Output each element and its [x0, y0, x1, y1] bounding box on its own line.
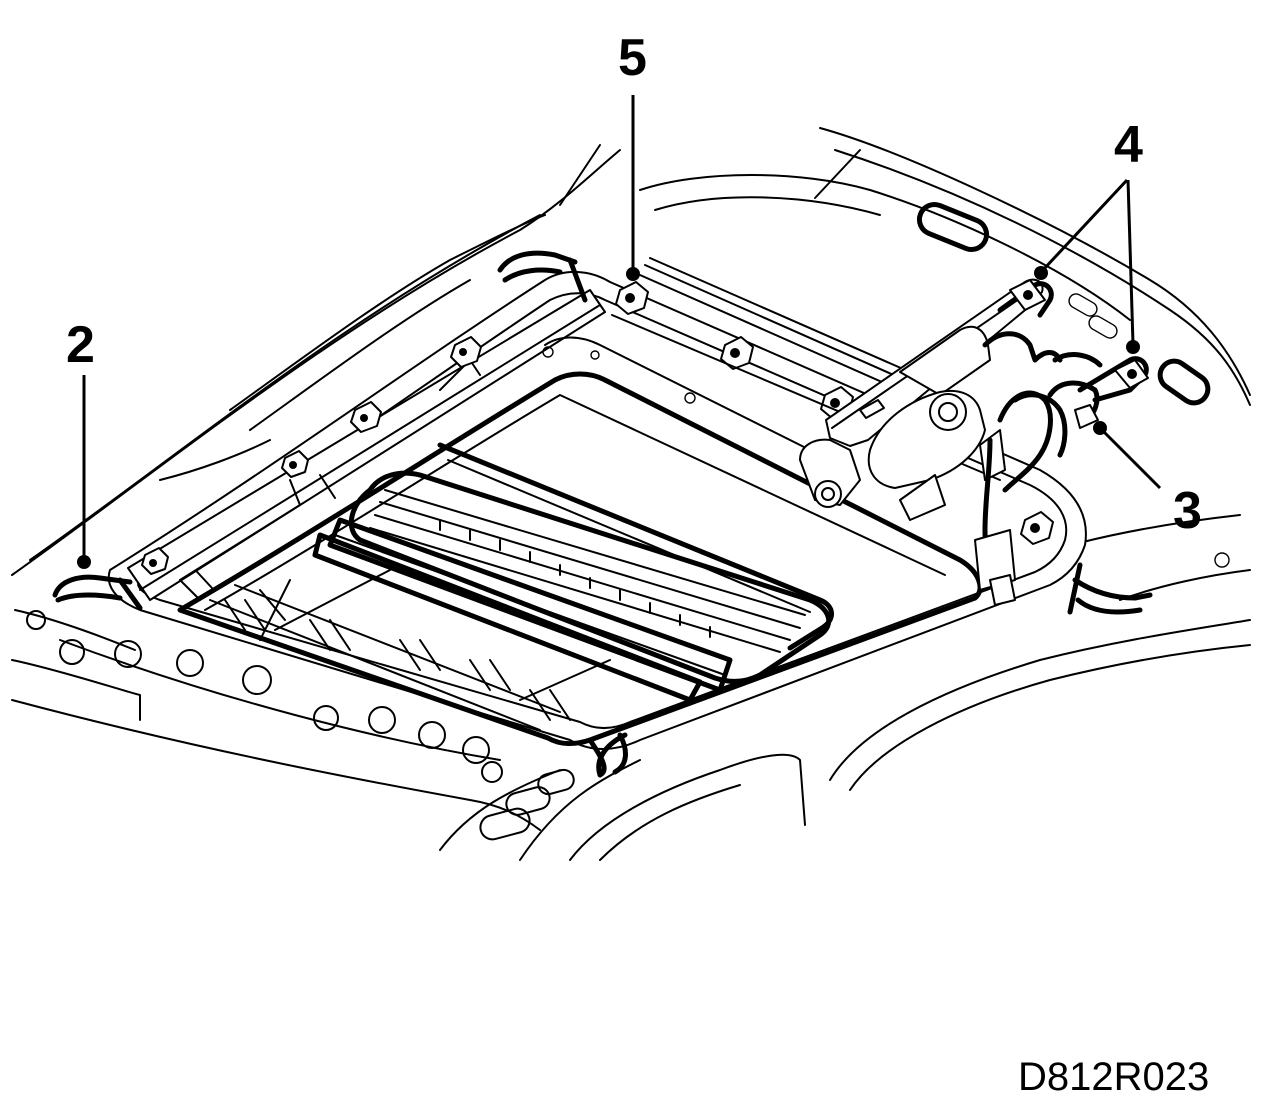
glass-opening: [177, 371, 983, 746]
callout-4-leader-b: [1126, 179, 1135, 345]
callout-2-label: 2: [66, 316, 95, 374]
callout-3-leader: [1100, 428, 1162, 490]
drain-hoses: [52, 250, 1153, 778]
callout-3-dot: [1093, 421, 1107, 435]
roof-body: [11, 127, 1251, 861]
body-holes: [26, 552, 1230, 841]
callout-2-dot: [77, 555, 91, 569]
callout-5-dot: [626, 267, 640, 281]
figure-code: D812R023: [1018, 1055, 1210, 1099]
callout-labels: 2 3 4 5: [66, 29, 1202, 540]
callout-4-dot-b: [1126, 340, 1140, 354]
callout-5-label: 5: [618, 29, 647, 87]
callout-4-dot-a: [1034, 266, 1048, 280]
callout-4-label: 4: [1114, 116, 1143, 174]
callout-3-label: 3: [1173, 482, 1202, 540]
callout-4-leader-a: [1041, 178, 1129, 272]
sunroof-panel-stack: [209, 442, 834, 731]
drive-motor-assembly: [799, 278, 1149, 606]
callout-leaders: [77, 95, 1162, 569]
